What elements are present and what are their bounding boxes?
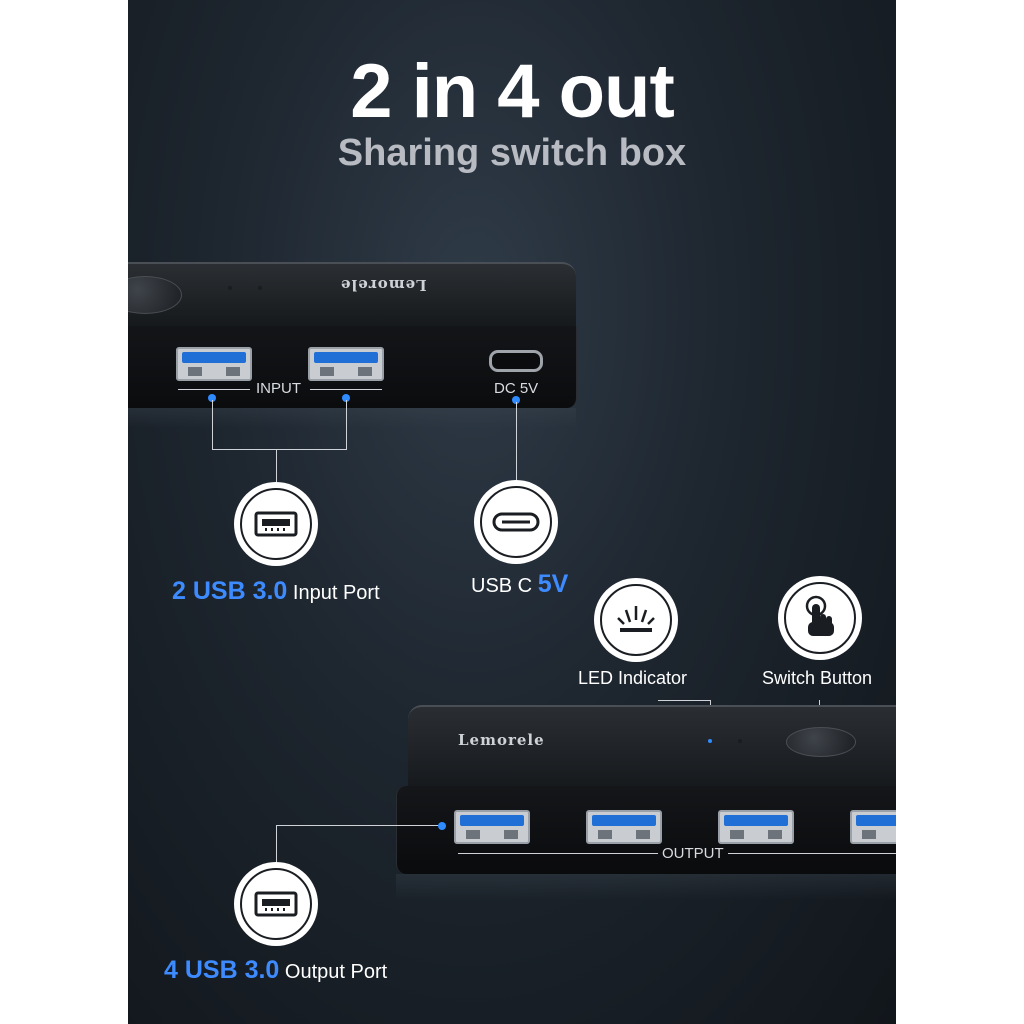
hero-title: 2 in 4 out [350,49,675,134]
usb-c-port-icon [492,512,540,532]
top-device-switch-button [128,276,182,314]
bottom-device-led [738,739,742,743]
top-device-brand: Lemorele [340,276,427,294]
top-device-reflection [128,408,576,428]
output-port-marker [438,822,446,830]
bottom-device-reflection [396,874,896,900]
switch-callout-circle [778,576,862,660]
input-port-caption: 2 USB 3.0 Input Port [172,577,380,606]
product-panel: 2 in 4 out Sharing switch box Lemorele I… [128,0,896,1024]
input-usb-port-1 [176,347,252,381]
led-connector-h [658,700,710,701]
output-port-caption-text: Output Port [284,961,388,983]
output-usb-port-3 [718,810,794,844]
led-callout-circle [594,578,678,662]
output-group-label: OUTPUT [662,845,724,862]
usb-a-port-icon [254,891,298,917]
input-connector-left [212,400,213,450]
input-port-callout-circle [234,482,318,566]
input-label-rule-left [178,389,250,390]
input-label-rule-right [310,389,382,390]
bottom-device-brand: Lemorele [458,731,545,749]
output-usb-port-2 [586,810,662,844]
input-connector-right [346,400,347,450]
output-label-rule-left [458,853,658,854]
output-port-caption: 4 USB 3.0 Output Port [164,956,387,985]
power-usb-c-port [489,350,543,372]
top-device-led [228,286,232,290]
switch-caption: Switch Button [762,668,873,688]
power-connector [516,402,517,482]
input-port-1-marker [208,394,216,402]
input-connector-join [212,449,347,450]
power-port-caption-text: USB C [471,575,533,597]
bottom-device-lid: Lemorele [408,705,896,789]
output-connector-h [276,825,438,826]
top-device-lid: Lemorele [128,262,576,332]
power-port-caption-accent: 5V [537,570,569,598]
led-light-icon [617,606,655,632]
output-label-rule-right [728,853,896,854]
power-port-caption: USB C 5V [471,570,568,599]
output-usb-port-4 [850,810,896,844]
power-port-label: DC 5V [494,380,539,397]
led-caption: LED Indicator [578,668,688,688]
input-group-label: INPUT [256,380,301,397]
power-port-callout-circle [474,480,558,564]
bottom-device-led-active [708,739,712,743]
input-port-caption-accent: 2 USB 3.0 [172,577,288,605]
input-port-caption-text: Input Port [292,582,380,604]
hand-press-icon [805,595,834,636]
input-connector-stem [276,449,277,483]
bottom-device-switch-button [786,727,856,757]
top-device-led [258,286,262,290]
output-port-caption-accent: 4 USB 3.0 [164,956,280,984]
output-connector-v [276,825,277,863]
hero-subtitle: Sharing switch box [337,132,687,174]
output-usb-port-1 [454,810,530,844]
output-port-callout-circle [234,862,318,946]
power-port-marker [512,396,520,404]
usb-a-port-icon [254,511,298,537]
input-usb-port-2 [308,347,384,381]
input-port-2-marker [342,394,350,402]
